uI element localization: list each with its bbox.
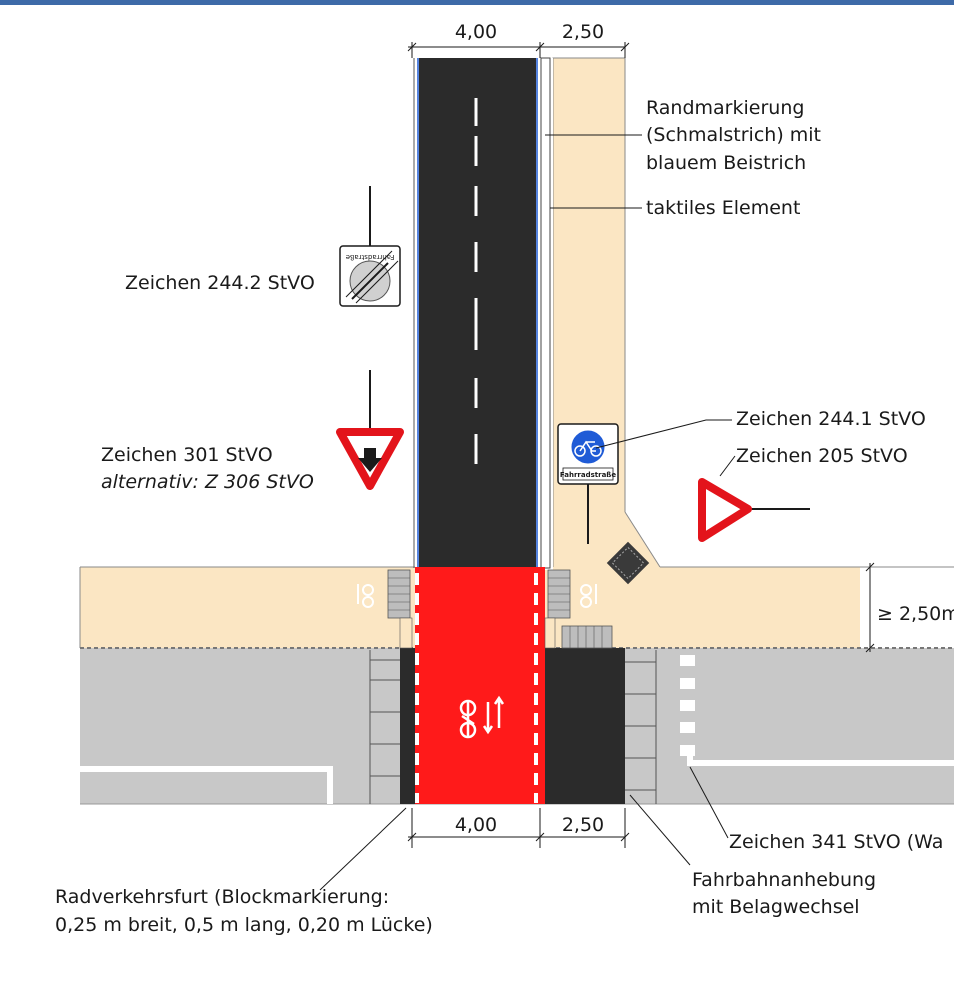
wait-line-blocks [680, 655, 695, 756]
dim-top-path: 2,50 [561, 21, 605, 43]
bicycle-pictogram [459, 695, 505, 739]
label-furt-2: 0,25 m breit, 0,5 m lang, 0,20 m Lücke) [55, 914, 433, 936]
dim-bottom-road: 4,00 [454, 814, 498, 836]
label-randmarkierung-1: Randmarkierung [646, 97, 805, 119]
label-z301: Zeichen 301 StVO [101, 444, 273, 466]
label-randmarkierung-3: blauem Beistrich [646, 152, 807, 174]
dim-bottom-path: 2,50 [561, 814, 605, 836]
label-furt-1: Radverkehrsfurt (Blockmarkierung: [55, 886, 390, 908]
sign-244-1-text: Fahrradstraße [560, 471, 616, 479]
sign-244-2: Fahrradstraße [339, 186, 401, 307]
dim-side-path: ≥ 2,50m [877, 603, 954, 625]
sign-244-2-text: Fahrradstraße [346, 253, 395, 261]
label-randmarkierung-2: (Schmalstrich) mit [646, 124, 822, 146]
label-z205: Zeichen 205 StVO [736, 445, 908, 467]
top-frame-bar [0, 0, 954, 5]
sign-244-1: Fahrradstraße [557, 423, 619, 544]
label-anhebung-1: Fahrbahnanhebung [692, 869, 877, 891]
raised-area-right [625, 650, 657, 804]
dimension-lines [407, 42, 875, 848]
label-z244-2: Zeichen 244.2 StVO [125, 272, 315, 294]
dim-top-road: 4,00 [454, 21, 498, 43]
label-z341: Zeichen 341 StVO (Wa [729, 831, 944, 853]
main-road [413, 57, 553, 570]
sign-301 [336, 370, 404, 490]
raised-area-left [369, 650, 400, 804]
tactile-paving [387, 569, 613, 649]
tactile-element [540, 57, 551, 569]
block-marking-center [534, 573, 538, 803]
block-marking-left [415, 573, 419, 803]
label-z301-alt: alternativ: Z 306 StVO [101, 471, 314, 493]
label-anhebung-2: mit Belagwechsel [692, 896, 860, 918]
label-taktiles-element: taktiles Element [646, 197, 801, 219]
sign-205 [698, 478, 810, 542]
sidewalk-bike-symbols [357, 584, 597, 608]
leader-lines [319, 134, 736, 891]
label-z244-1: Zeichen 244.1 StVO [736, 408, 926, 430]
bicycle-crossing-red [415, 567, 545, 804]
